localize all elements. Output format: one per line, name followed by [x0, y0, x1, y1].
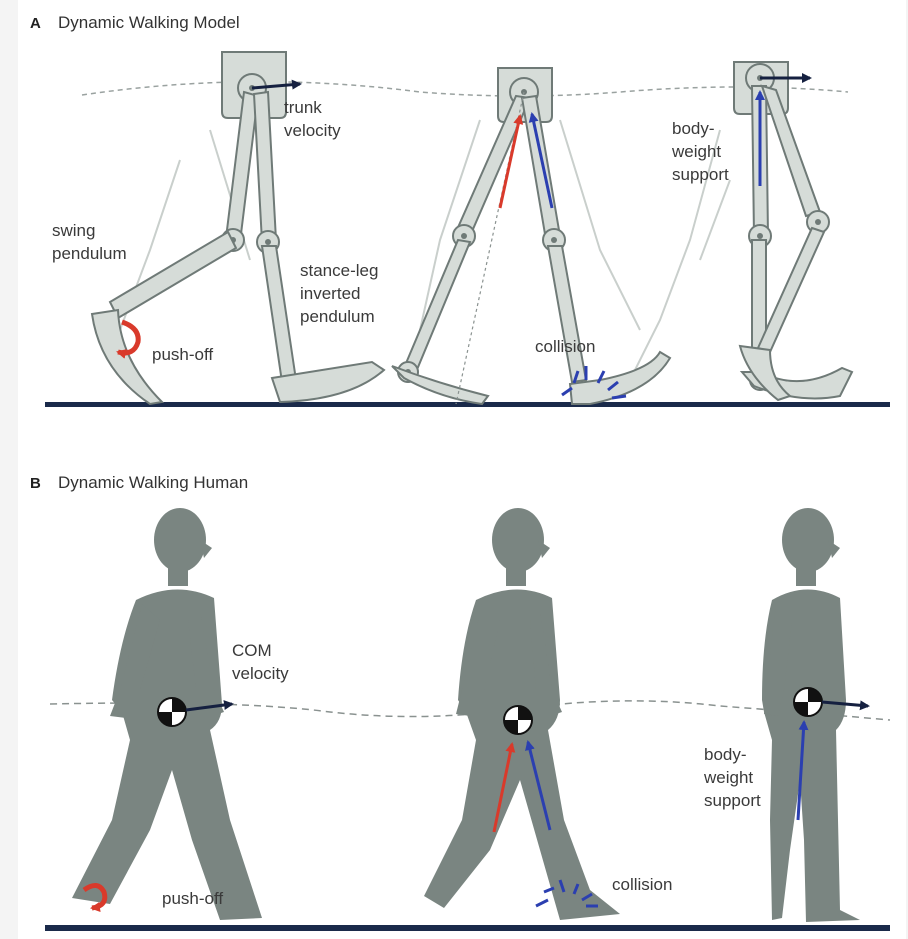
label-bws-b-1: body- [704, 745, 747, 764]
label-swing-1: swing [52, 221, 95, 240]
label-com-1: COM [232, 641, 272, 660]
com-marker-2 [504, 706, 532, 734]
label-push-off-b: push-off [162, 889, 223, 908]
panel-a-title: Dynamic Walking Model [58, 13, 240, 32]
label-bws-a-3: support [672, 165, 729, 184]
com-marker-1 [158, 698, 186, 726]
label-collision-b: collision [612, 875, 672, 894]
panel-b-title: Dynamic Walking Human [58, 473, 248, 492]
label-stance-3: pendulum [300, 307, 375, 326]
com-marker-3 [794, 688, 822, 716]
label-swing-2: pendulum [52, 244, 127, 263]
label-collision-a: collision [535, 337, 595, 356]
label-bws-b-3: support [704, 791, 761, 810]
label-stance-1: stance-leg [300, 261, 378, 280]
ground-a [45, 402, 890, 407]
panel-a-letter: A [30, 15, 41, 32]
ground-b [45, 925, 890, 931]
label-stance-2: inverted [300, 284, 360, 303]
label-bws-a-2: weight [671, 142, 721, 161]
label-trunk-velocity-1: trunk [284, 98, 322, 117]
panel-b-letter: B [30, 475, 41, 492]
label-bws-a-1: body- [672, 119, 715, 138]
label-trunk-velocity-2: velocity [284, 121, 341, 140]
label-push-off-a: push-off [152, 345, 213, 364]
label-com-2: velocity [232, 664, 289, 683]
label-bws-b-2: weight [703, 768, 753, 787]
